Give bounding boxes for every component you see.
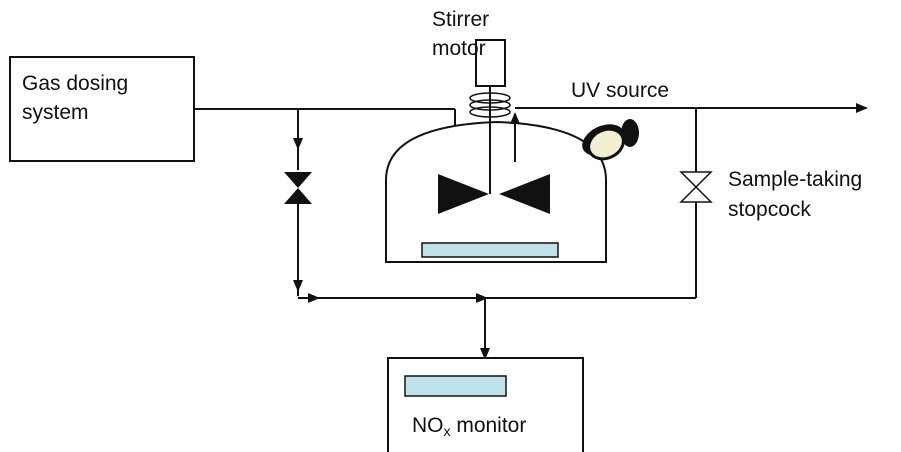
nox-subscript: x	[444, 423, 451, 439]
gas-dosing-system-box	[9, 56, 195, 162]
nox-monitor-box	[387, 357, 584, 452]
uv-lamp-icon	[582, 119, 639, 161]
nox-suffix: monitor	[451, 414, 527, 437]
reactor-vessel	[385, 120, 607, 263]
sample-stopcock-icon[interactable]	[679, 171, 713, 203]
bypass-valve-icon[interactable]	[284, 172, 312, 204]
stirrer-motor-box	[475, 39, 506, 87]
gas-dosing-label-line2: system	[22, 101, 89, 124]
reactor-window	[421, 242, 559, 258]
nox-prefix: NO	[412, 414, 444, 437]
stirrer-label-line1: Stirrer	[432, 8, 489, 31]
gas-dosing-label-line1: Gas dosing	[22, 72, 128, 95]
uv-source-label: UV source	[571, 79, 669, 102]
stirrer-label-line2: motor	[432, 37, 486, 60]
nox-monitor-display	[404, 375, 507, 397]
impeller-icon	[438, 174, 550, 214]
sample-label-line2: stopcock	[728, 198, 811, 221]
nox-monitor-label: NOx monitor	[412, 414, 526, 439]
sample-label-line1: Sample-taking	[728, 168, 862, 191]
